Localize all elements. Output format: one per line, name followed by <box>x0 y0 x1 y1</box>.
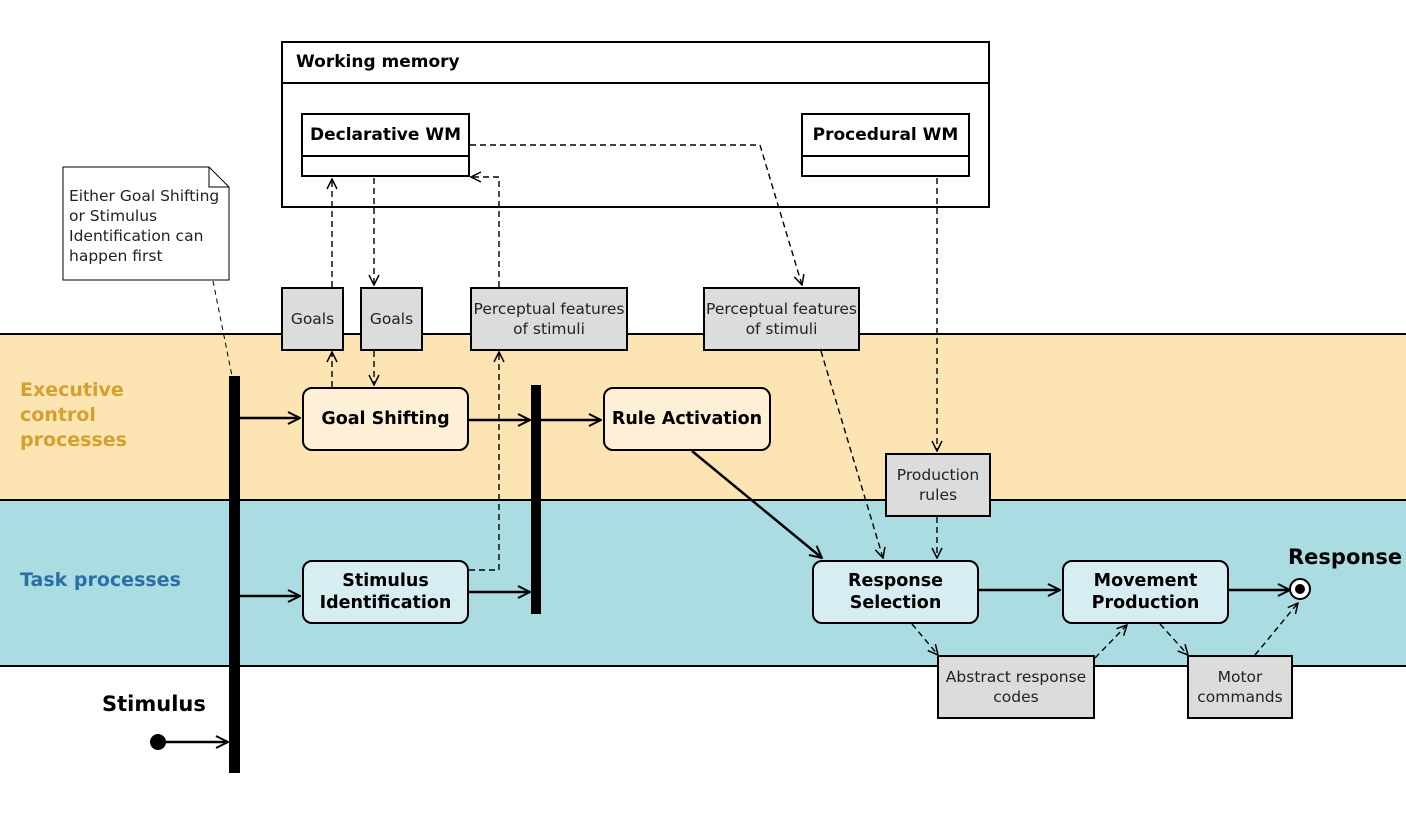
flow-stimulus-identification-to-perceptual <box>469 352 499 571</box>
join-bar <box>531 385 541 614</box>
fork-bar <box>229 376 240 773</box>
procedural-wm-label: Procedural WM <box>803 115 968 157</box>
movement-production-action: Movement Production <box>1062 560 1229 624</box>
flow-declarative-wm-to-perceptual-2 <box>470 144 802 285</box>
goals-object-up: Goals <box>281 287 344 351</box>
note-text: Either Goal Shifting or Stimulus Identif… <box>69 187 220 265</box>
flow-perceptual-2-to-response-selection <box>820 350 883 558</box>
rule-activation-action: Rule Activation <box>603 387 771 451</box>
production-rules-object: Production rules <box>885 453 991 517</box>
goal-shifting-action: Goal Shifting <box>302 387 469 451</box>
abstract-response-codes-object: Abstract response codes <box>937 655 1095 719</box>
executive-lane-label: Executive control processes <box>20 379 127 451</box>
declarative-wm-class: Declarative WM <box>301 113 470 177</box>
stimulus-label: Stimulus <box>102 692 206 716</box>
note-anchor-line <box>212 280 233 377</box>
response-label: Response <box>1288 545 1403 569</box>
flow-movement-production-to-motor-commands <box>1159 623 1188 655</box>
flow-abstract-codes-to-movement-production <box>1094 625 1127 659</box>
note-shape <box>62 166 230 281</box>
ordering-note: Either Goal Shifting or Stimulus Identif… <box>62 166 230 281</box>
declarative-wm-label: Declarative WM <box>303 115 468 157</box>
final-node-inner <box>1295 584 1305 594</box>
flow-response-selection-to-abstract-codes <box>911 623 938 655</box>
perceptual-features-object-2: Perceptual features of stimuli <box>703 287 860 351</box>
procedural-wm-class: Procedural WM <box>801 113 970 177</box>
flow-perceptual-to-declarative-wm <box>471 177 500 287</box>
working-memory-title: Working memory <box>296 52 460 72</box>
goals-object-down: Goals <box>360 287 423 351</box>
flow-motor-commands-to-response <box>1254 603 1298 656</box>
edge-rule-activation-to-response-selection <box>691 450 822 558</box>
response-selection-action: Response Selection <box>812 560 979 624</box>
perceptual-features-object-1: Perceptual features of stimuli <box>470 287 628 351</box>
working-memory-header: Working memory <box>283 43 988 84</box>
stimulus-identification-action: Stimulus Identification <box>302 560 469 624</box>
motor-commands-object: Motor commands <box>1187 655 1293 719</box>
task-lane-label: Task processes <box>20 569 181 591</box>
